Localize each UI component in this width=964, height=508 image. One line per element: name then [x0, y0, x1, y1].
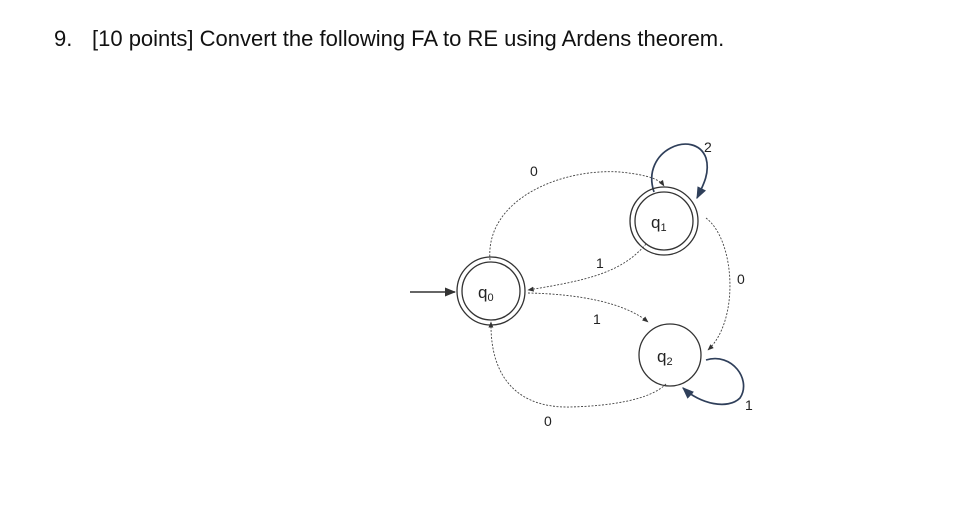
edge-q1-q2: [705, 217, 731, 351]
edge-label-q1-q0: 1: [596, 255, 604, 271]
edge-q0-q2: [527, 292, 649, 323]
state-q2-ring: [638, 323, 702, 387]
edge-label-q2-q2: 1: [745, 397, 753, 413]
edge-q1-q0: [527, 243, 647, 292]
edge-label-q0-q1: 0: [530, 163, 538, 179]
state-q0-label: q0: [478, 283, 494, 304]
edge-label-q0-q2: 1: [593, 311, 601, 327]
edge-q0-q1: [489, 171, 665, 261]
question-number: 9.: [54, 26, 73, 51]
state-q0-inner-ring: [461, 261, 521, 321]
question-text: [10 points] Convert the following FA to …: [92, 26, 725, 51]
state-q1-outer-ring: [629, 186, 699, 256]
state-q2-label: q2: [657, 347, 673, 368]
state-q1: q1: [629, 186, 699, 256]
edge-label-q1-q1: 2: [704, 139, 712, 155]
self-loop-q1: [651, 143, 709, 200]
edge-q2-q0: [488, 321, 667, 408]
state-q0-outer-ring: [456, 256, 526, 326]
state-q2: q2: [638, 323, 702, 387]
edge-label-q1-q2: 0: [737, 271, 745, 287]
state-q1-label: q1: [651, 213, 667, 234]
state-q1-inner-ring: [634, 191, 694, 251]
self-loop-q2: [682, 357, 745, 406]
edge-label-q2-q0: 0: [544, 413, 552, 429]
question-heading: 9. [10 points] Convert the following FA t…: [54, 26, 724, 52]
state-q0: q0: [456, 256, 526, 326]
